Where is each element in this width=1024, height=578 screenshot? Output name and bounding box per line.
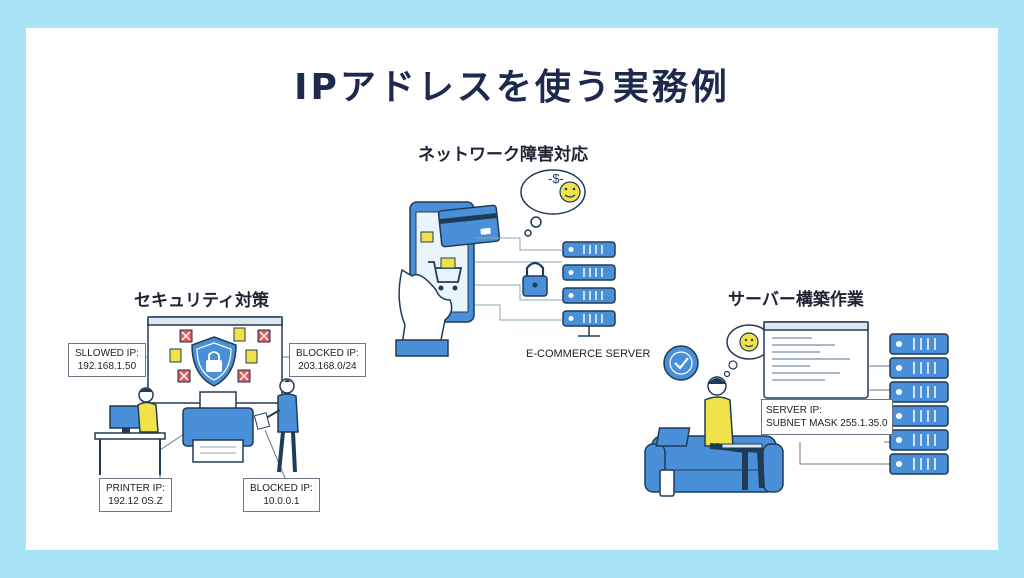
shield-lock-icon xyxy=(191,336,237,387)
network-lines xyxy=(475,237,562,321)
server-thought-bubble xyxy=(723,324,772,378)
blocked-ip-label-1: BLOCKED IP: xyxy=(296,348,359,359)
laptop-icon xyxy=(655,427,763,449)
server-rack-icon xyxy=(562,241,616,337)
smiley-icon-2 xyxy=(739,332,759,352)
security-section-label: セキュリティ対策 xyxy=(134,291,269,311)
smiley-icon xyxy=(559,181,581,203)
checkmark-icon xyxy=(663,345,699,381)
server-ip-box: SERVER IP: SUBNET MASK 255.1.35.0 xyxy=(761,399,893,435)
ecommerce-server-label: E-COMMERCE SERVER xyxy=(526,348,651,360)
blocked-ip-value-1: 203.168.0/24 xyxy=(298,361,357,372)
blocked-ip-label-2: BLOCKED IP: xyxy=(250,483,313,494)
hand-illustration xyxy=(395,268,453,357)
thought-bubble xyxy=(520,169,586,237)
allowed-ip-label: SLLOWED IP: xyxy=(75,348,139,359)
padlock-icon xyxy=(522,261,548,297)
bubble-money-text: -$- xyxy=(548,171,564,186)
allowed-ip-value: 192.168.1.50 xyxy=(77,361,137,372)
subnet-mask-value: SUBNET MASK 255.1.35.0 xyxy=(766,418,888,429)
small-package xyxy=(420,231,434,243)
allowed-icons xyxy=(169,327,258,364)
allowed-ip-box: SLLOWED IP: 192.168.1.50 xyxy=(68,343,146,377)
server-ip-label: SERVER IP: xyxy=(766,405,822,416)
server-connectors xyxy=(799,365,890,465)
desk-worker xyxy=(94,387,166,475)
printer-ip-value: 192.12 0S.Z xyxy=(108,496,163,507)
blocked-x-icons xyxy=(177,329,271,383)
credit-card-icon xyxy=(437,204,501,248)
blocked-ip-box-2: BLOCKED IP: 10.0.0.1 xyxy=(243,478,320,512)
network-section-label: ネットワーク障害対応 xyxy=(418,145,588,165)
page-title: IPアドレスを使う実務例 xyxy=(294,67,730,108)
blocked-ip-box-1: BLOCKED IP: 203.168.0/24 xyxy=(289,343,366,377)
server-rack-icon-2 xyxy=(889,333,949,475)
phone-icon-2 xyxy=(659,469,675,497)
standing-person xyxy=(253,378,299,473)
printer-ip-label: PRINTER IP: xyxy=(106,483,165,494)
printer-icon xyxy=(182,391,254,463)
blocked-ip-value-2: 10.0.0.1 xyxy=(263,496,300,507)
content-card xyxy=(26,28,998,550)
shopping-cart-icon xyxy=(428,257,463,291)
server-section-label: サーバー構築作業 xyxy=(728,290,864,310)
printer-ip-box: PRINTER IP: 192.12 0S.Z xyxy=(99,478,172,512)
code-monitor xyxy=(763,321,869,399)
